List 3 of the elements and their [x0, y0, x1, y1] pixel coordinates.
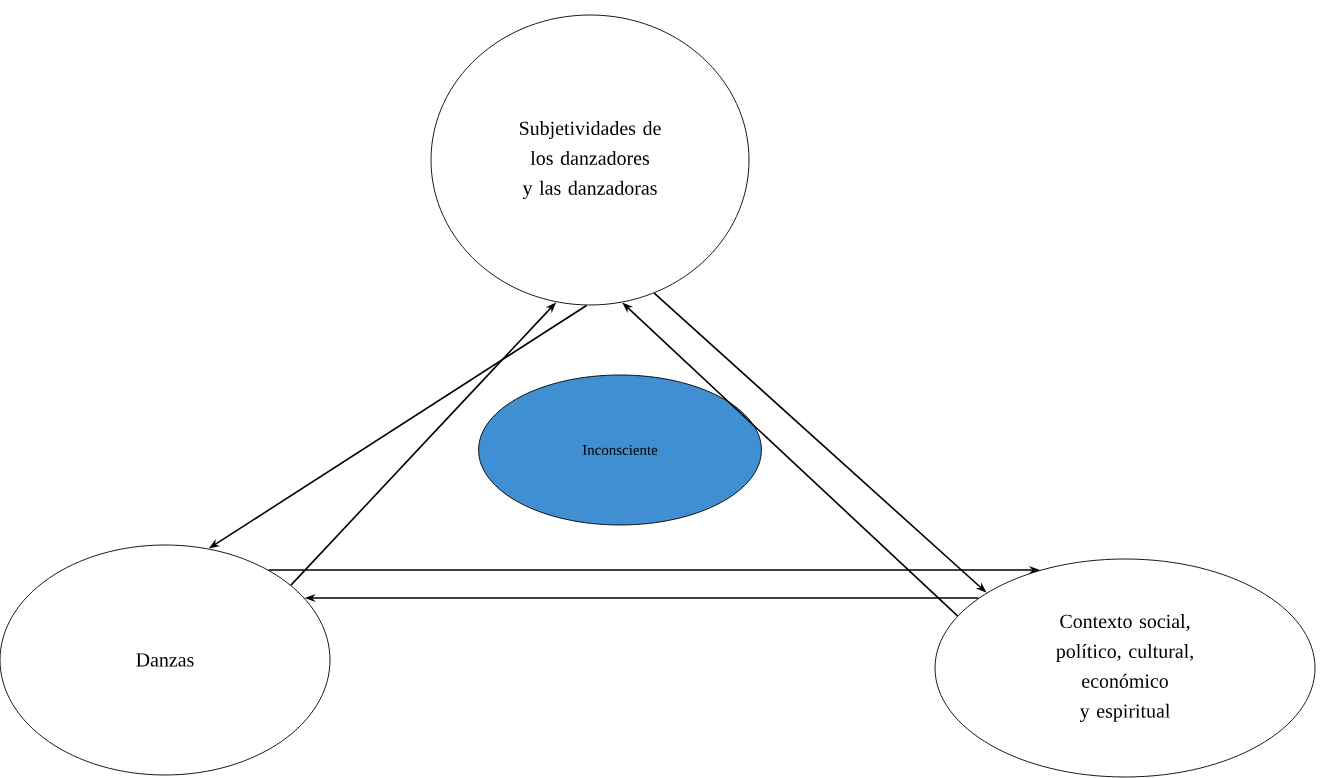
ellipse-node: Subjetividades de los danzadores y las danzadoras — [430, 14, 750, 306]
ellipse-node: Inconsciente — [478, 374, 762, 526]
ellipse-node: Contexto social, político, cultural, económico y espiritual — [934, 558, 1316, 778]
